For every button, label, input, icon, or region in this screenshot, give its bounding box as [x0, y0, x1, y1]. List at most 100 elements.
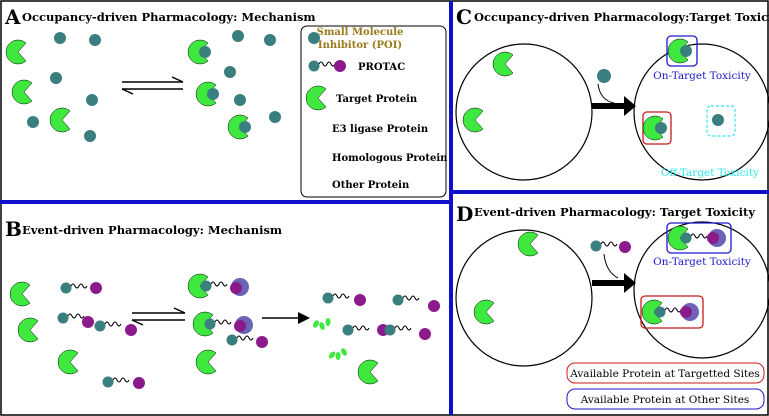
- curved-arrow-d: [603, 253, 619, 279]
- protac-molecule: [102, 376, 145, 389]
- legend-inhibitor-line1: Small Molecule: [317, 27, 404, 38]
- protac-molecule: [384, 324, 431, 340]
- legend-protac: PROTAC: [358, 62, 405, 73]
- panel-a-heading: Occupancy-driven Pharmacology: Mechanism: [22, 10, 316, 24]
- legend-e3: E3 ligase Protein: [332, 124, 429, 135]
- small-molecule-inhibitor: [232, 30, 244, 42]
- protac-molecule: [342, 324, 389, 336]
- other-protein: [672, 82, 686, 110]
- e3-ligase-protein: [478, 253, 487, 271]
- key-targetted-label: Available Protein at Targetted Sites: [569, 368, 760, 380]
- small-molecule-inhibitor: [84, 130, 96, 142]
- e3-ligase-protein: [104, 295, 113, 313]
- e3-ligase-protein: [526, 309, 535, 327]
- target-protein: [57, 349, 79, 375]
- legend-target: Target Protein: [336, 94, 418, 105]
- target-protein: [195, 349, 217, 375]
- panel-b-ternary-complexes: [187, 273, 271, 375]
- panel-d-cell-before: [455, 229, 593, 367]
- small-molecule-inhibitor: [234, 94, 246, 106]
- panel-a-left-state: [5, 32, 115, 142]
- panel-b-title: B Event-driven Pharmacology: Mechanism: [5, 217, 282, 241]
- target-protein: [11, 79, 33, 105]
- e3-ligase-protein: [370, 335, 379, 353]
- equilibrium-arrows-b: [131, 307, 186, 326]
- homologous-protein: [560, 309, 569, 327]
- e3-ligase-protein: [106, 109, 115, 127]
- e3-ligase-protein: [686, 117, 695, 135]
- bound-inhibitor: [655, 122, 667, 134]
- key-other-label: Available Protein at Other Sites: [580, 394, 750, 406]
- protac-molecule: [57, 312, 94, 328]
- other-protein: [497, 78, 511, 106]
- panel-a-letter: A: [4, 5, 21, 29]
- off-target-toxicity-label: Off-Target Toxicity: [661, 167, 759, 179]
- protac-molecule: [94, 320, 137, 336]
- panel-c-title: C Occupancy-driven Pharmacology:Target T…: [456, 5, 769, 29]
- legend-other: Other Protein: [332, 180, 410, 191]
- curved-arrow-c: [597, 83, 615, 104]
- key-box-targetted: Available Protein at Targetted Sites: [566, 362, 765, 384]
- key-box-other: Available Protein at Other Sites: [566, 388, 765, 410]
- degraded-fragments: [313, 318, 347, 360]
- bound-inhibitor: [712, 114, 724, 126]
- on-target-box-d: [666, 222, 732, 254]
- off-target-box: [706, 105, 736, 137]
- e3-ligase-protein: [262, 296, 271, 314]
- other-protein: [506, 266, 520, 294]
- small-molecule-inhibitor: [269, 111, 281, 123]
- protac-molecule: [60, 282, 102, 294]
- e3-ligase-protein: [78, 59, 87, 77]
- bound-inhibitor: [239, 121, 251, 133]
- added-protac: [590, 240, 631, 253]
- target-protein: [492, 51, 514, 77]
- on-target-box: [666, 35, 698, 67]
- target-protein: [17, 317, 39, 343]
- on-target-toxicity-label-c: On-Target Toxicity: [653, 70, 751, 82]
- small-molecule-inhibitor: [54, 32, 66, 44]
- panel-b-left-state: [9, 281, 145, 389]
- degradation-arrow: [262, 312, 310, 324]
- homologous-protein: [720, 295, 729, 313]
- small-molecule-inhibitor: [27, 116, 39, 128]
- e3-ligase-protein: [262, 56, 271, 74]
- on-target-toxicity-label-d: On-Target Toxicity: [653, 256, 751, 268]
- bound-inhibitor: [207, 88, 219, 100]
- bound-inhibitor: [680, 45, 692, 57]
- equilibrium-arrows-a: [121, 76, 184, 95]
- other-protein: [558, 266, 572, 294]
- e3-ligase-protein: [515, 107, 524, 125]
- panel-b-heading: Event-driven Pharmacology: Mechanism: [22, 223, 282, 237]
- panel-d-letter: D: [456, 202, 473, 226]
- panel-c-cell-after-contents: On-Target Toxicity: [642, 35, 751, 145]
- protac-molecule: [226, 334, 268, 348]
- legend-inhibitor-line2: Inhibitor (POI): [318, 40, 402, 51]
- small-molecule-inhibitor: [89, 34, 101, 46]
- panel-b-letter: B: [5, 217, 22, 241]
- target-protein: [9, 281, 31, 307]
- panel-d-title: D Event-driven Pharmacology: Target Toxi…: [456, 202, 755, 226]
- key-box-targetted-frame: [566, 362, 765, 384]
- legend-box: Small Molecule Inhibitor (POI) PROTAC Ta…: [300, 25, 448, 198]
- e3-ligase-protein: [104, 327, 113, 345]
- panel-c-cell-after: [633, 43, 769, 181]
- homologous-protein: [550, 119, 559, 137]
- small-molecule-inhibitor: [264, 34, 276, 46]
- added-inhibitor: [597, 69, 611, 83]
- block-arrow-d: [592, 273, 636, 293]
- other-protein: [672, 268, 686, 296]
- e3-ligase-protein: [272, 125, 281, 143]
- panel-c-cell-before-contents: [462, 51, 564, 137]
- panel-a-title: A Occupancy-driven Pharmacology: Mechani…: [4, 5, 316, 29]
- target-protein: [357, 359, 379, 385]
- panel-b-products: [313, 292, 440, 385]
- panel-d-cell-before-contents: [473, 231, 572, 327]
- target-protein: [5, 39, 27, 65]
- targetted-site-box-d: [640, 295, 704, 329]
- panel-c-letter: C: [456, 5, 472, 29]
- protac-molecule: [322, 292, 366, 306]
- bound-inhibitor: [199, 46, 211, 58]
- panel-c-heading: Occupancy-driven Pharmacology:Target Tox…: [474, 10, 769, 24]
